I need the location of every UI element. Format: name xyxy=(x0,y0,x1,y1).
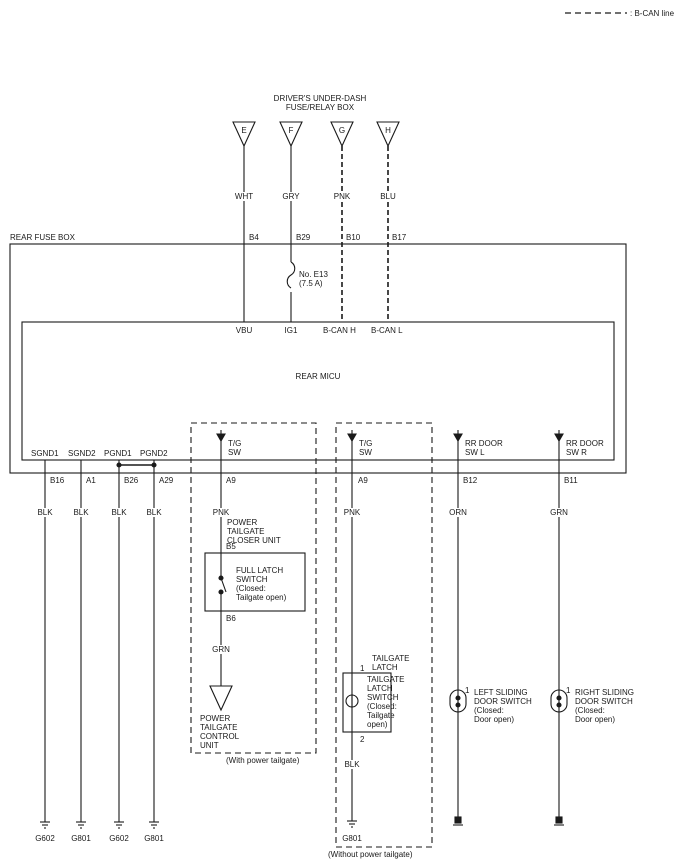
wire-color-blu: BLU xyxy=(372,192,404,201)
micu-input-can-h: B-CAN H xyxy=(323,326,356,335)
left-door-switch-label: LEFT SLIDING DOOR SWITCH (Closed: Door o… xyxy=(474,688,532,724)
switch-label-tg-2: T/G SW xyxy=(359,439,373,457)
micu-sgnd2: SGND2 xyxy=(68,449,96,458)
tailgate-latch-switch-label: TAILGATE LATCH SWITCH (Closed: Tailgate … xyxy=(367,675,405,729)
full-latch-switch-label: FULL LATCH SWITCH (Closed: Tailgate open… xyxy=(236,566,287,602)
closer-unit-box xyxy=(204,552,306,612)
pt-wire-color-grn: GRN xyxy=(207,645,235,654)
wire-color-wht: WHT xyxy=(228,192,260,201)
connector-letter-f: F xyxy=(288,126,294,135)
rear-fuse-box-title: REAR FUSE BOX xyxy=(10,233,75,242)
left-door-pin-b12: B12 xyxy=(463,476,478,485)
connector-letter-g: G xyxy=(338,126,346,135)
pt-wire-color-pnk: PNK xyxy=(207,508,235,517)
right-door-switch-symbol xyxy=(550,689,568,713)
connector-h xyxy=(376,121,400,148)
closer-unit-label: POWER TAILGATE CLOSER UNIT xyxy=(227,518,281,545)
ground-pin-a29: A29 xyxy=(159,476,174,485)
pin-b29: B29 xyxy=(296,233,311,242)
npt-ground-symbol xyxy=(347,820,357,828)
pt-pin-b6: B6 xyxy=(226,614,236,623)
left-door-wire-orn: ORN xyxy=(444,508,472,517)
connector-f xyxy=(279,121,303,148)
ground-pin-b26: B26 xyxy=(124,476,139,485)
wire-color-gry: GRY xyxy=(275,192,307,201)
micu-pgnd1: PGND1 xyxy=(104,449,132,458)
rear-fuse-box-outline xyxy=(9,243,627,474)
npt-pin-1: 1 xyxy=(360,664,365,673)
npt-ground-g801: G801 xyxy=(342,834,362,843)
ground-wire-blk-1: BLK xyxy=(31,508,59,517)
ground-name-g602-1: G602 xyxy=(35,834,55,843)
left-door-pin-1: 1 xyxy=(465,686,470,695)
ground-wires xyxy=(44,460,157,822)
micu-input-can-l: B-CAN L xyxy=(371,326,403,335)
tailgate-latch-title: TAILGATE LATCH xyxy=(372,654,410,672)
tailgate-latch-box xyxy=(342,672,392,733)
fuse-relay-box-title: DRIVER'S UNDER-DASH FUSE/RELAY BOX xyxy=(273,94,367,112)
pin-b10: B10 xyxy=(346,233,361,242)
right-door-switch-label: RIGHT SLIDING DOOR SWITCH (Closed: Door … xyxy=(575,688,634,724)
ground-name-g801-2: G801 xyxy=(144,834,164,843)
ground-wire-blk-4: BLK xyxy=(140,508,168,517)
connector-e xyxy=(232,121,256,148)
micu-input-vbu: VBU xyxy=(235,326,253,335)
control-unit-triangle xyxy=(209,685,233,712)
ground-symbols xyxy=(40,821,159,829)
right-door-pin-b11: B11 xyxy=(564,476,578,485)
switch-label-tg-1: T/G SW xyxy=(228,439,242,457)
connector-letter-h: H xyxy=(385,126,391,135)
legend-label: : B-CAN line xyxy=(630,9,675,18)
pt-pin-b5: B5 xyxy=(226,542,236,551)
right-door-wire-grn: GRN xyxy=(545,508,573,517)
ground-wire-blk-2: BLK xyxy=(67,508,95,517)
ground-name-g602-2: G602 xyxy=(109,834,129,843)
ground-pin-a1: A1 xyxy=(86,476,96,485)
connector-letter-e: E xyxy=(241,126,247,135)
pt-pin-a9: A9 xyxy=(226,476,236,485)
control-unit-label: POWER TAILGATE CONTROL UNIT xyxy=(200,714,240,750)
npt-arrow xyxy=(347,433,357,443)
connector-g xyxy=(330,121,354,148)
micu-title: REAR MICU xyxy=(295,372,341,381)
ground-pin-b16: B16 xyxy=(50,476,65,485)
micu-pgnd2: PGND2 xyxy=(140,449,168,458)
switch-label-rr-l: RR DOOR SW L xyxy=(465,439,503,457)
fuse-label: No. E13 (7.5 A) xyxy=(299,270,328,288)
ground-wire-blk-3: BLK xyxy=(105,508,133,517)
with-power-tailgate-note: (With power tailgate) xyxy=(226,756,300,765)
left-door-switch-symbol xyxy=(449,689,467,713)
rear-micu-outline xyxy=(21,321,615,461)
npt-wire-color-pnk: PNK xyxy=(338,508,366,517)
switch-label-rr-r: RR DOOR SW R xyxy=(566,439,604,457)
fuse-symbol xyxy=(286,261,296,289)
right-door-pin-1: 1 xyxy=(566,686,571,695)
wire-color-pnk: PNK xyxy=(326,192,358,201)
micu-sgnd1: SGND1 xyxy=(31,449,59,458)
npt-wire-color-blk: BLK xyxy=(338,760,366,769)
power-tailgate-box xyxy=(190,422,317,754)
ground-name-g801-1: G801 xyxy=(71,834,91,843)
micu-input-ig1: IG1 xyxy=(284,326,298,335)
npt-pin-2: 2 xyxy=(360,735,365,744)
pt-arrow xyxy=(216,433,226,443)
without-power-tailgate-note: (Without power tailgate) xyxy=(328,850,413,859)
npt-pin-a9: A9 xyxy=(358,476,368,485)
pin-b4: B4 xyxy=(249,233,259,242)
connector-triangles xyxy=(232,121,400,148)
pin-b17: B17 xyxy=(392,233,407,242)
no-power-tailgate-box xyxy=(335,422,433,848)
